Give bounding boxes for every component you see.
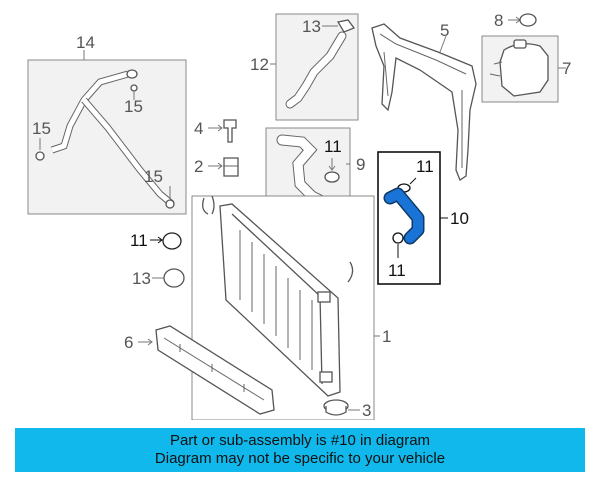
part-3-cap: 3	[323, 399, 371, 420]
callout-14: 14	[76, 33, 95, 52]
callout-13-top: 13	[302, 17, 321, 36]
callout-1: 1	[382, 327, 391, 346]
part-5-bracket: 5	[371, 21, 477, 181]
callout-11-group10-top: 11	[416, 157, 434, 176]
callout-10: 10	[450, 209, 469, 228]
info-banner: Part or sub-assembly is #10 in diagram D…	[15, 428, 585, 472]
group-12-box: 12 13	[250, 13, 359, 121]
banner-line-2: Diagram may not be specific to your vehi…	[154, 450, 446, 467]
callout-6: 6	[124, 333, 133, 352]
parts-4-2: 4 2	[194, 119, 239, 177]
callout-2: 2	[194, 157, 203, 176]
callout-15-top: 15	[124, 97, 143, 116]
callout-11-left: 11	[130, 231, 148, 250]
callout-15-left: 15	[32, 119, 51, 138]
callout-11-group9: 11	[324, 137, 342, 156]
group-14-box: 14 15 15 15	[27, 33, 187, 215]
parts-diagram: 14 15 15 15 12 13 5	[27, 11, 571, 420]
part-6-shroud: 6	[124, 325, 275, 415]
callout-13-left: 13	[132, 269, 151, 288]
callout-9: 9	[356, 155, 365, 174]
callout-8: 8	[494, 11, 503, 30]
highlighted-hose-10-fill	[385, 189, 423, 243]
callout-7: 7	[562, 59, 571, 78]
callout-15-bottom: 15	[144, 167, 163, 186]
callout-5: 5	[440, 21, 449, 40]
left-seals: 11 13	[130, 231, 185, 288]
part-1-radiator: 1	[191, 195, 391, 420]
group-10-highlight: 10 11 11	[377, 151, 469, 285]
group-7-box: 7 8	[481, 11, 571, 103]
callout-3: 3	[362, 401, 371, 420]
callout-12: 12	[250, 55, 269, 74]
banner-line-1: Part or sub-assembly is #10 in diagram	[169, 432, 431, 449]
callout-11-group10-bottom: 11	[388, 261, 406, 280]
callout-4: 4	[194, 119, 203, 138]
